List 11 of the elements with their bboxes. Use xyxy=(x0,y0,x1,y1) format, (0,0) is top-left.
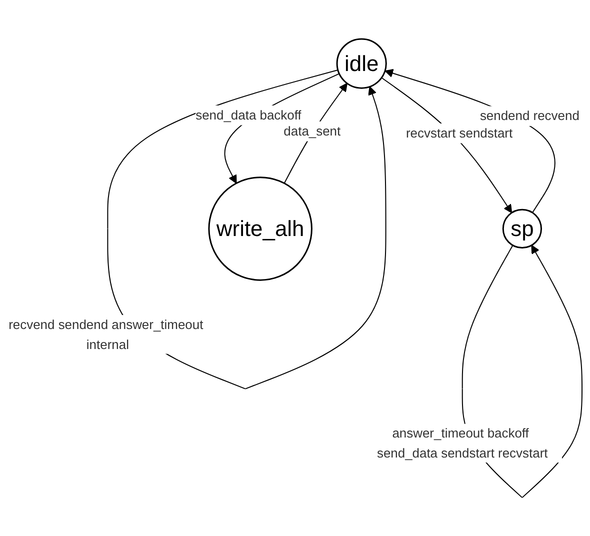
edge-label: answer_timeout backoff send_data sendstart recvstart xyxy=(376,425,548,460)
edge-label: recvstart sendstart xyxy=(406,124,513,140)
edge-label: sendend recvend xyxy=(480,108,580,123)
node-circle: sp xyxy=(502,208,542,248)
node-circle: idle xyxy=(336,38,387,88)
arrow xyxy=(384,68,556,213)
arrow xyxy=(284,82,348,184)
node-circle: write_alh xyxy=(208,176,312,280)
edge-label: data_sent xyxy=(284,123,341,138)
edge-label: send_data backoff xyxy=(196,106,302,122)
edge-label: recvend sendend answer_timeout internal xyxy=(8,316,204,352)
